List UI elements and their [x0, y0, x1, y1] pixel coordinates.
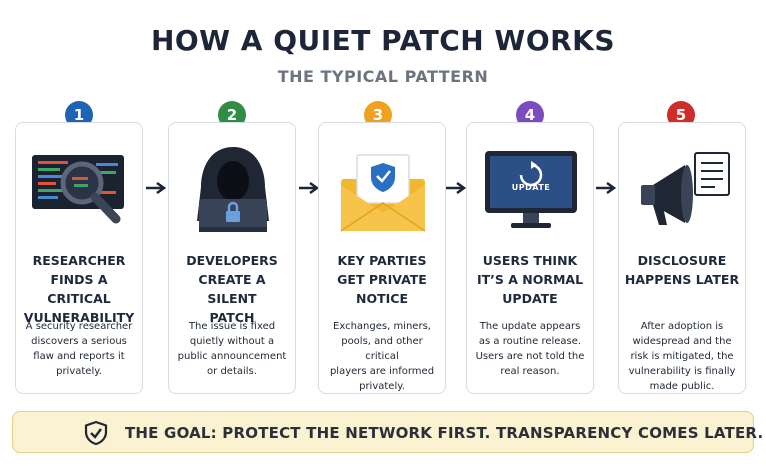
step-2-title: DEVELOPERS CREATE A SILENT PATCH [186, 253, 278, 325]
megaphone-document-icon [641, 152, 730, 225]
goal-text: THE GOAL: PROTECT THE NETWORK FIRST. TRA… [125, 424, 764, 442]
step-1-body: A security researcher discovers a seriou… [25, 321, 133, 377]
step-4-title: USERS THINK IT’S A NORMAL UPDATE [476, 253, 584, 306]
arrow-right-icon [446, 181, 467, 195]
step-5-title: DISCLOSURE HAPPENS LATER [624, 253, 740, 287]
arrow-right-icon [299, 181, 320, 195]
hooded-developer-icon [197, 147, 269, 232]
shield-check-icon [84, 420, 108, 446]
arrow-right-icon [596, 181, 617, 195]
step-2-card: DEVELOPERS CREATE A SILENT PATCH The iss… [168, 122, 296, 394]
step-3-body: Exchanges, miners, pools, and other crit… [329, 321, 435, 392]
goal-banner: THE GOAL: PROTECT THE NETWORK FIRST. TRA… [12, 411, 763, 453]
monitor-screen-label: UPDATE [511, 183, 551, 192]
step-4-card: UPDATE USERS THINK IT’S A NORMAL UPDATE … [466, 122, 594, 394]
page-title: HOW A QUIET PATCH WORKS [150, 24, 616, 57]
step-5-card: DISCLOSURE HAPPENS LATER After adoption … [618, 122, 746, 394]
step-5-body: After adoption is widespread and the ris… [628, 321, 736, 392]
page-subtitle: THE TYPICAL PATTERN [277, 67, 489, 86]
envelope-shield-icon [340, 154, 426, 232]
monitor-update-icon [485, 151, 577, 228]
step-1-title: RESEARCHER FINDS A CRITICAL VULNERABILIT… [23, 253, 135, 325]
step-3-title: KEY PARTIES GET PRIVATE NOTICE [337, 253, 427, 306]
step-3-card: KEY PARTIES GET PRIVATE NOTICE Exchanges… [318, 122, 446, 394]
step-4-body: The update appears as a routine release.… [475, 321, 585, 377]
step-1-card: RESEARCHER FINDS A CRITICAL VULNERABILIT… [15, 122, 143, 394]
arrow-right-icon [146, 181, 167, 195]
step-2-body: The issue is fixed quietly without a pub… [177, 321, 287, 377]
magnifier-code-icon [32, 155, 124, 224]
